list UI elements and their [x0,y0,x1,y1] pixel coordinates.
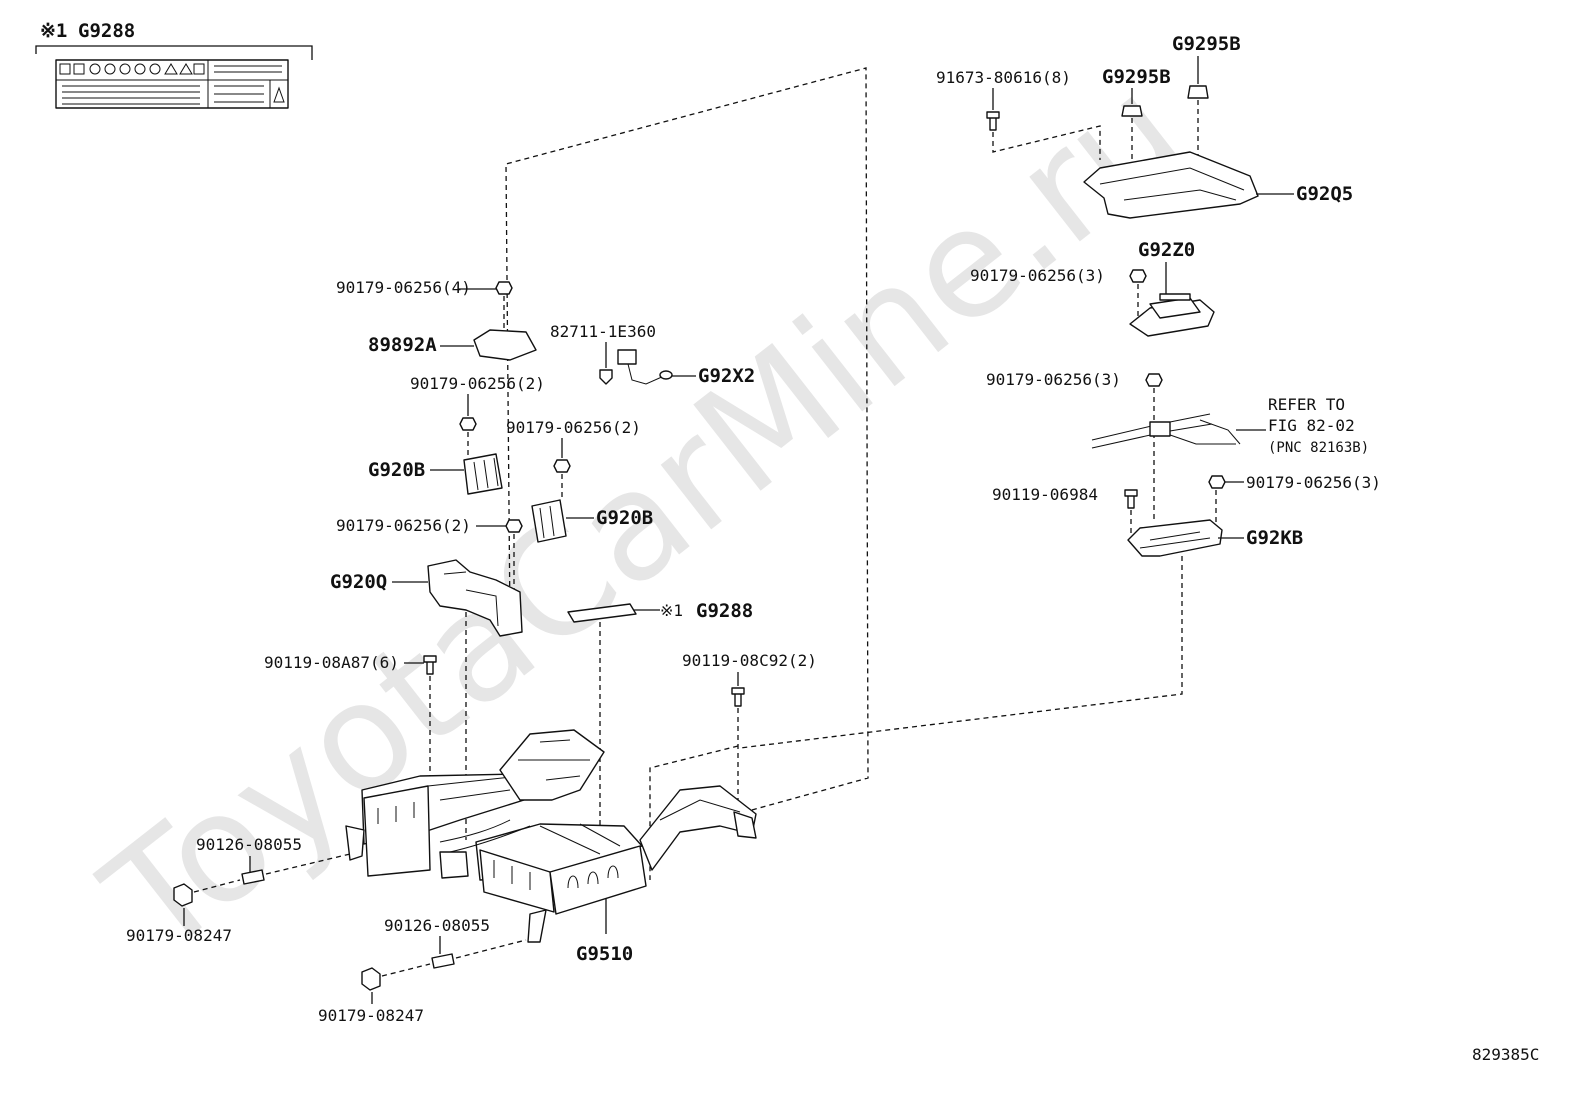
relay-module-g92z0: G92Z0 90179-06256(3) [970,239,1215,337]
label-90119-08a87: 90119-08A87(6) [264,653,399,672]
hv-battery-g9510: G9510 [345,729,757,965]
clip-icon [599,369,613,385]
stud-nut-set-1: 90126-08055 90179-08247 [126,835,351,945]
label-90179-08247-2: 90179-08247 [318,1006,424,1025]
nut-icon [361,967,381,991]
nut-icon [173,883,193,907]
bolt-icon [1124,489,1138,509]
label-82711-1e360: 82711-1E360 [550,322,656,341]
bolt-icon [731,687,745,707]
sticker-icon [567,603,637,623]
bracket-g920q: 90179-06256(2) G920Q [330,516,523,840]
label-90119-06984: 90119-06984 [992,485,1098,504]
label-g92z0: G92Z0 [1138,239,1195,261]
label-90179-06256-2c: 90179-06256(2) [336,516,471,535]
label-g92q5: G92Q5 [1296,183,1353,205]
label-90179-06256-2a: 90179-06256(2) [410,374,545,393]
label-pnc: (PNC 82163B) [1268,440,1369,456]
label-90179-06256-2b: 90179-06256(2) [506,418,641,437]
label-90119-08c92: 90119-08C92(2) [682,651,817,670]
legend-label-g9288: ※1 G9288 [35,20,313,109]
label-g9295b-1: G9295B [1102,66,1171,88]
bracket-g92kb: 90119-06984 90179-06256(3) G92KB [739,473,1381,749]
nut-icon [459,417,477,431]
bracket-g920b-1: 90179-06256(2) G920B [368,374,545,495]
label-90179-06256-4: 90179-06256(4) [336,278,471,297]
ecu-89892a: 90179-06256(4) 89892A [336,278,537,361]
label-g92x2: G92X2 [698,365,755,387]
figure-id: 829385C [1472,1045,1539,1064]
clip-icon [1187,85,1209,99]
label-90179-06256-3b: 90179-06256(3) [986,370,1121,389]
bolt-icon [986,111,1000,131]
stud-icon [241,869,265,885]
label-mark-1: ※1 [660,601,683,620]
nut-icon [505,519,523,533]
label-fig: FIG 82-02 [1268,416,1355,435]
label-90179-06256-3c: 90179-06256(3) [1246,473,1381,492]
nut-icon [1208,475,1226,489]
label-90179-08247-1: 90179-08247 [126,926,232,945]
label-g920b-1: G920B [368,459,425,481]
legend-mark: ※1 [40,20,67,42]
label-90126-08055-2: 90126-08055 [384,916,490,935]
nut-icon [495,281,513,295]
nut-icon [1129,269,1147,283]
legend-part: G9288 [78,20,135,42]
label-g9295b-2: G9295B [1172,33,1241,55]
bolt-icon [423,655,437,675]
bracket-g920b-2: 90179-06256(2) G920B [506,418,653,543]
battery-cover-g92q5-icon [1083,151,1259,219]
stud-nut-set-2: 90126-08055 90179-08247 [318,916,527,1025]
label-89892a: 89892A [368,334,437,356]
label-91673-80616: 91673-80616(8) [936,68,1071,87]
stud-icon [431,953,455,969]
label-g920q: G920Q [330,571,387,593]
label-refer-to: REFER TO [1268,395,1345,414]
caution-label-icon [55,59,289,109]
nut-icon [553,459,571,473]
label-g92kb: G92KB [1246,527,1303,549]
label-g920b-2: G920B [596,507,653,529]
label-90126-08055-1: 90126-08055 [196,835,302,854]
nut-icon [1145,373,1163,387]
label-sticker-g9288: ※1 G9288 [567,600,753,870]
clip-icon [1121,105,1143,117]
sensor-g92x2: 82711-1E360 G92X2 [550,322,755,387]
harness-assembly: 90179-06256(3) REFER TO FIG 82-02 (PNC 8… [986,370,1369,520]
cover-assembly: 91673-80616(8) G9295B G9295B G92Q5 [936,33,1353,219]
label-g9288: G9288 [696,600,753,622]
label-90179-06256-3a: 90179-06256(3) [970,266,1105,285]
label-g9510: G9510 [576,943,633,965]
